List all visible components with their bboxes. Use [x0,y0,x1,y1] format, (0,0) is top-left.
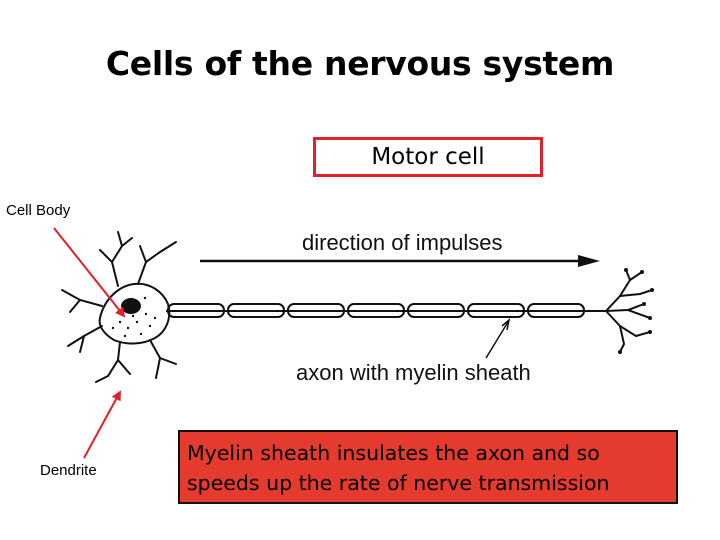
myelin-note-box: Myelin sheath insulates the axon and so … [178,430,678,504]
cell-body [98,282,171,345]
axon-label: axon with myelin sheath [296,360,531,385]
slide-title: Cells of the nervous system [105,44,615,83]
direction-arrow [200,255,600,267]
terminal-knobs [618,268,654,354]
axon-terminals [605,269,653,353]
cell-body-label: Cell Body [6,202,71,219]
cell-body-arrow [53,227,126,318]
dendrites [61,231,177,383]
axon [166,303,606,318]
direction-label: direction of impulses [302,230,503,255]
dendrite-arrow [83,390,121,459]
nucleus [121,298,141,314]
cell-type-box: Motor cell [313,137,543,177]
axon-pointer [485,318,511,359]
dendrite-label: Dendrite [40,462,97,479]
